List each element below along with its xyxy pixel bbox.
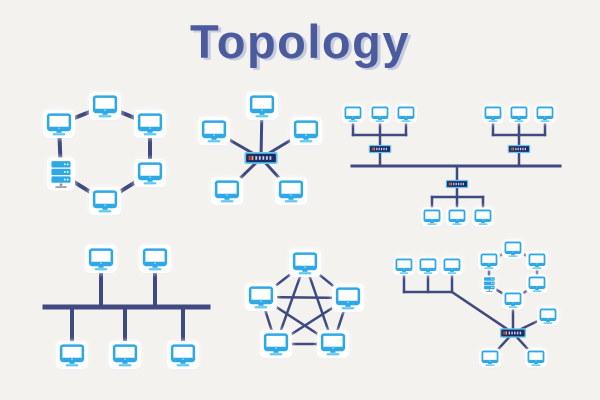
switch-icon xyxy=(499,328,527,338)
server-icon xyxy=(51,160,71,188)
hybrid-topology-computer-node xyxy=(501,239,525,259)
computer-icon xyxy=(137,161,163,184)
star-topology-computer-node xyxy=(290,117,322,145)
ring-topology-computer-node xyxy=(134,159,166,187)
star-topology-switch-node xyxy=(244,151,278,165)
tree-topology-computer-node xyxy=(341,104,365,124)
ring-topology-server-node xyxy=(47,157,75,191)
hybrid-topology-computer-node xyxy=(477,251,501,271)
server-icon xyxy=(483,277,495,293)
tree-topology-computer-node xyxy=(481,104,505,124)
computer-icon xyxy=(88,247,114,270)
computer-icon xyxy=(474,209,492,225)
computer-icon xyxy=(504,241,522,257)
computer-icon xyxy=(481,350,499,366)
computer-icon xyxy=(263,332,289,355)
switch-icon xyxy=(507,144,531,154)
ring-topology-computer-node xyxy=(43,110,75,138)
computer-icon xyxy=(335,286,361,309)
computer-icon xyxy=(397,106,415,122)
hybrid-topology-computer-node xyxy=(524,348,548,368)
tree-topology-switch-node xyxy=(445,179,469,189)
hybrid-topology-switch-node xyxy=(499,328,527,338)
hybrid-topology-link xyxy=(450,290,515,335)
computer-icon xyxy=(293,119,319,142)
computer-icon xyxy=(423,209,441,225)
computer-icon xyxy=(278,179,304,202)
mesh-topology-computer-node xyxy=(260,330,292,358)
computer-icon xyxy=(419,258,437,274)
hybrid-topology-computer-node xyxy=(416,256,440,276)
hybrid-topology-computer-node xyxy=(501,290,525,310)
star-topology-computer-node xyxy=(198,117,230,145)
hybrid-topology-computer-node xyxy=(478,348,502,368)
computer-icon xyxy=(536,106,554,122)
computer-icon xyxy=(371,106,389,122)
computer-icon xyxy=(170,343,196,366)
computer-icon xyxy=(249,94,275,117)
ring-topology-computer-node xyxy=(89,92,121,120)
switch-icon xyxy=(244,151,278,165)
hybrid-topology-computer-node xyxy=(525,274,549,294)
mesh-topology-computer-node xyxy=(245,283,277,311)
hybrid-topology-server-node xyxy=(481,275,497,295)
computer-icon xyxy=(539,308,557,324)
hybrid-topology-computer-node xyxy=(440,256,464,276)
computer-icon xyxy=(248,285,274,308)
computer-icon xyxy=(448,209,466,225)
computer-icon xyxy=(214,179,240,202)
tree-topology-computer-node xyxy=(533,104,557,124)
computer-icon xyxy=(527,350,545,366)
computer-icon xyxy=(137,112,163,135)
star-topology-computer-node xyxy=(246,92,278,120)
computer-icon xyxy=(510,106,528,122)
computer-icon xyxy=(395,258,413,274)
computer-icon xyxy=(480,253,498,269)
computer-icon xyxy=(112,343,138,366)
tree-topology-computer-node xyxy=(420,207,444,227)
computer-icon xyxy=(320,332,346,355)
tree-topology-computer-node xyxy=(368,104,392,124)
bus-topology-computer-node xyxy=(85,245,117,273)
computer-icon xyxy=(528,253,546,269)
computer-icon xyxy=(292,251,318,274)
bus-topology-computer-node xyxy=(109,341,141,369)
hybrid-topology-computer-node xyxy=(536,306,560,326)
hybrid-topology-computer-node xyxy=(392,256,416,276)
tree-topology-switch-node xyxy=(368,144,392,154)
ring-topology-computer-node xyxy=(134,110,166,138)
computer-icon xyxy=(528,276,546,292)
switch-icon xyxy=(445,179,469,189)
tree-topology-switch-node xyxy=(507,144,531,154)
mesh-topology-computer-node xyxy=(289,249,321,277)
computer-icon xyxy=(92,189,118,212)
switch-icon xyxy=(368,144,392,154)
computer-icon xyxy=(504,292,522,308)
computer-icon xyxy=(59,343,85,366)
ring-topology-computer-node xyxy=(89,187,121,215)
page-title: Topology xyxy=(190,15,410,68)
bus-topology-computer-node xyxy=(139,245,171,273)
hybrid-topology-computer-node xyxy=(525,251,549,271)
computer-icon xyxy=(443,258,461,274)
star-topology-computer-node xyxy=(275,177,307,205)
bus-topology-computer-node xyxy=(56,341,88,369)
bus-topology-computer-node xyxy=(167,341,199,369)
tree-topology-computer-node xyxy=(394,104,418,124)
computer-icon xyxy=(201,119,227,142)
mesh-topology-computer-node xyxy=(332,284,364,312)
mesh-topology-computer-node xyxy=(317,330,349,358)
computer-icon xyxy=(484,106,502,122)
star-topology-computer-node xyxy=(211,177,243,205)
tree-topology-computer-node xyxy=(507,104,531,124)
computer-icon xyxy=(344,106,362,122)
tree-topology-computer-node xyxy=(471,207,495,227)
computer-icon xyxy=(46,112,72,135)
computer-icon xyxy=(92,94,118,117)
tree-topology-computer-node xyxy=(445,207,469,227)
computer-icon xyxy=(142,247,168,270)
